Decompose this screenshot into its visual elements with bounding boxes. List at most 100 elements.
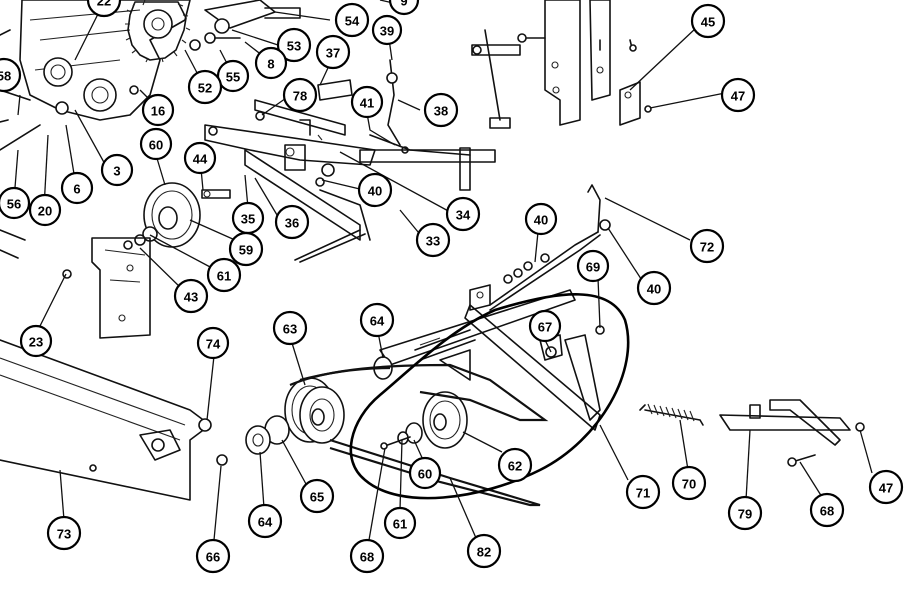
callout-label: 22	[97, 0, 111, 9]
callout-label: 34	[456, 208, 471, 223]
callout-40: 40	[357, 172, 393, 208]
callout-circle	[206, 257, 242, 293]
callout-label: 40	[534, 213, 548, 228]
callout-circle	[315, 34, 351, 70]
callout-35: 35	[231, 201, 265, 235]
callout-59: 59	[228, 231, 264, 267]
callout-53: 53	[276, 27, 312, 63]
callout-68: 68	[349, 538, 385, 574]
pulley-60-59	[123, 182, 231, 250]
callout-62: 62	[497, 447, 533, 483]
callout-9: 9	[388, 0, 420, 16]
spring-70	[639, 403, 704, 426]
callout-circle	[671, 465, 707, 501]
callout-58: 58	[0, 57, 22, 93]
callout-circle	[0, 186, 31, 220]
callout-label: 69	[586, 260, 600, 275]
callout-circle	[528, 309, 562, 343]
callout-label: 47	[731, 89, 745, 104]
callout-6: 6	[60, 171, 94, 205]
callout-label: 37	[326, 46, 340, 61]
callout-circle	[466, 533, 502, 569]
callout-label: 16	[151, 104, 165, 119]
callout-66: 66	[195, 538, 231, 574]
callout-circle	[408, 456, 442, 490]
bracket-79	[719, 399, 865, 467]
callout-69: 69	[576, 249, 610, 283]
callout-label: 59	[239, 243, 253, 258]
brackets-top-right	[471, 0, 652, 129]
callout-82: 82	[466, 533, 502, 569]
callout-label: 33	[426, 234, 440, 249]
callout-20: 20	[28, 193, 62, 227]
callout-64: 64	[359, 302, 395, 338]
callout-label: 45	[701, 15, 715, 30]
callout-label: 35	[241, 212, 255, 227]
pulley-62-assembly	[380, 391, 468, 450]
callout-36: 36	[274, 204, 310, 240]
callout-63: 63	[272, 310, 308, 346]
callout-circle	[196, 326, 230, 360]
callout-label: 47	[879, 481, 893, 496]
callout-label: 43	[184, 290, 198, 305]
callout-label: 64	[370, 314, 385, 329]
callout-label: 44	[193, 152, 208, 167]
callout-circle	[720, 77, 756, 113]
callout-label: 41	[360, 96, 374, 111]
callout-label: 65	[310, 490, 324, 505]
callout-circle	[524, 202, 558, 236]
callout-37: 37	[315, 34, 351, 70]
callout-circle	[299, 478, 335, 514]
callout-label: 60	[418, 467, 432, 482]
pivot-frame-33	[204, 124, 496, 263]
callout-67: 67	[528, 309, 562, 343]
callout-8: 8	[254, 46, 288, 80]
callout-circle	[139, 127, 173, 161]
callout-circle	[141, 93, 175, 127]
callout-70: 70	[671, 465, 707, 501]
callout-47: 47	[868, 469, 904, 505]
frame-rail-73	[0, 339, 212, 501]
callout-33: 33	[415, 222, 451, 258]
callout-circle	[86, 0, 122, 18]
callout-label: 20	[38, 204, 52, 219]
callout-label: 3	[113, 164, 120, 179]
callout-label: 68	[360, 550, 374, 565]
callout-circle	[195, 538, 231, 574]
callout-circle	[334, 2, 370, 38]
callout-label: 72	[700, 240, 714, 255]
callout-label: 60	[149, 138, 163, 153]
callout-60: 60	[139, 127, 173, 161]
callout-label: 23	[29, 335, 43, 350]
callout-64: 64	[247, 503, 283, 539]
callout-38: 38	[423, 92, 459, 128]
callout-label: 78	[293, 89, 307, 104]
callout-label: 74	[206, 337, 221, 352]
callout-45: 45	[690, 3, 726, 39]
callout-label: 61	[393, 517, 407, 532]
callout-label: 6	[73, 182, 80, 197]
callout-label: 73	[57, 527, 71, 542]
callout-47: 47	[720, 77, 756, 113]
callout-circle	[625, 474, 661, 510]
pulley-63-assembly	[216, 377, 345, 466]
callout-label: 64	[258, 515, 273, 530]
callout-circle	[809, 492, 845, 528]
callout-label: 66	[206, 550, 220, 565]
callout-label: 54	[345, 14, 360, 29]
callout-78: 78	[282, 77, 318, 113]
callout-label: 38	[434, 104, 448, 119]
callout-circle	[350, 85, 384, 119]
callout-55: 55	[216, 59, 250, 93]
callout-circle	[359, 302, 395, 338]
callout-44: 44	[183, 141, 217, 175]
gearbox-housing	[0, 0, 191, 259]
callout-79: 79	[727, 495, 763, 531]
callout-circle	[371, 14, 403, 46]
callout-circle	[388, 0, 420, 16]
callout-label: 8	[267, 57, 274, 72]
callout-label: 40	[647, 282, 661, 297]
